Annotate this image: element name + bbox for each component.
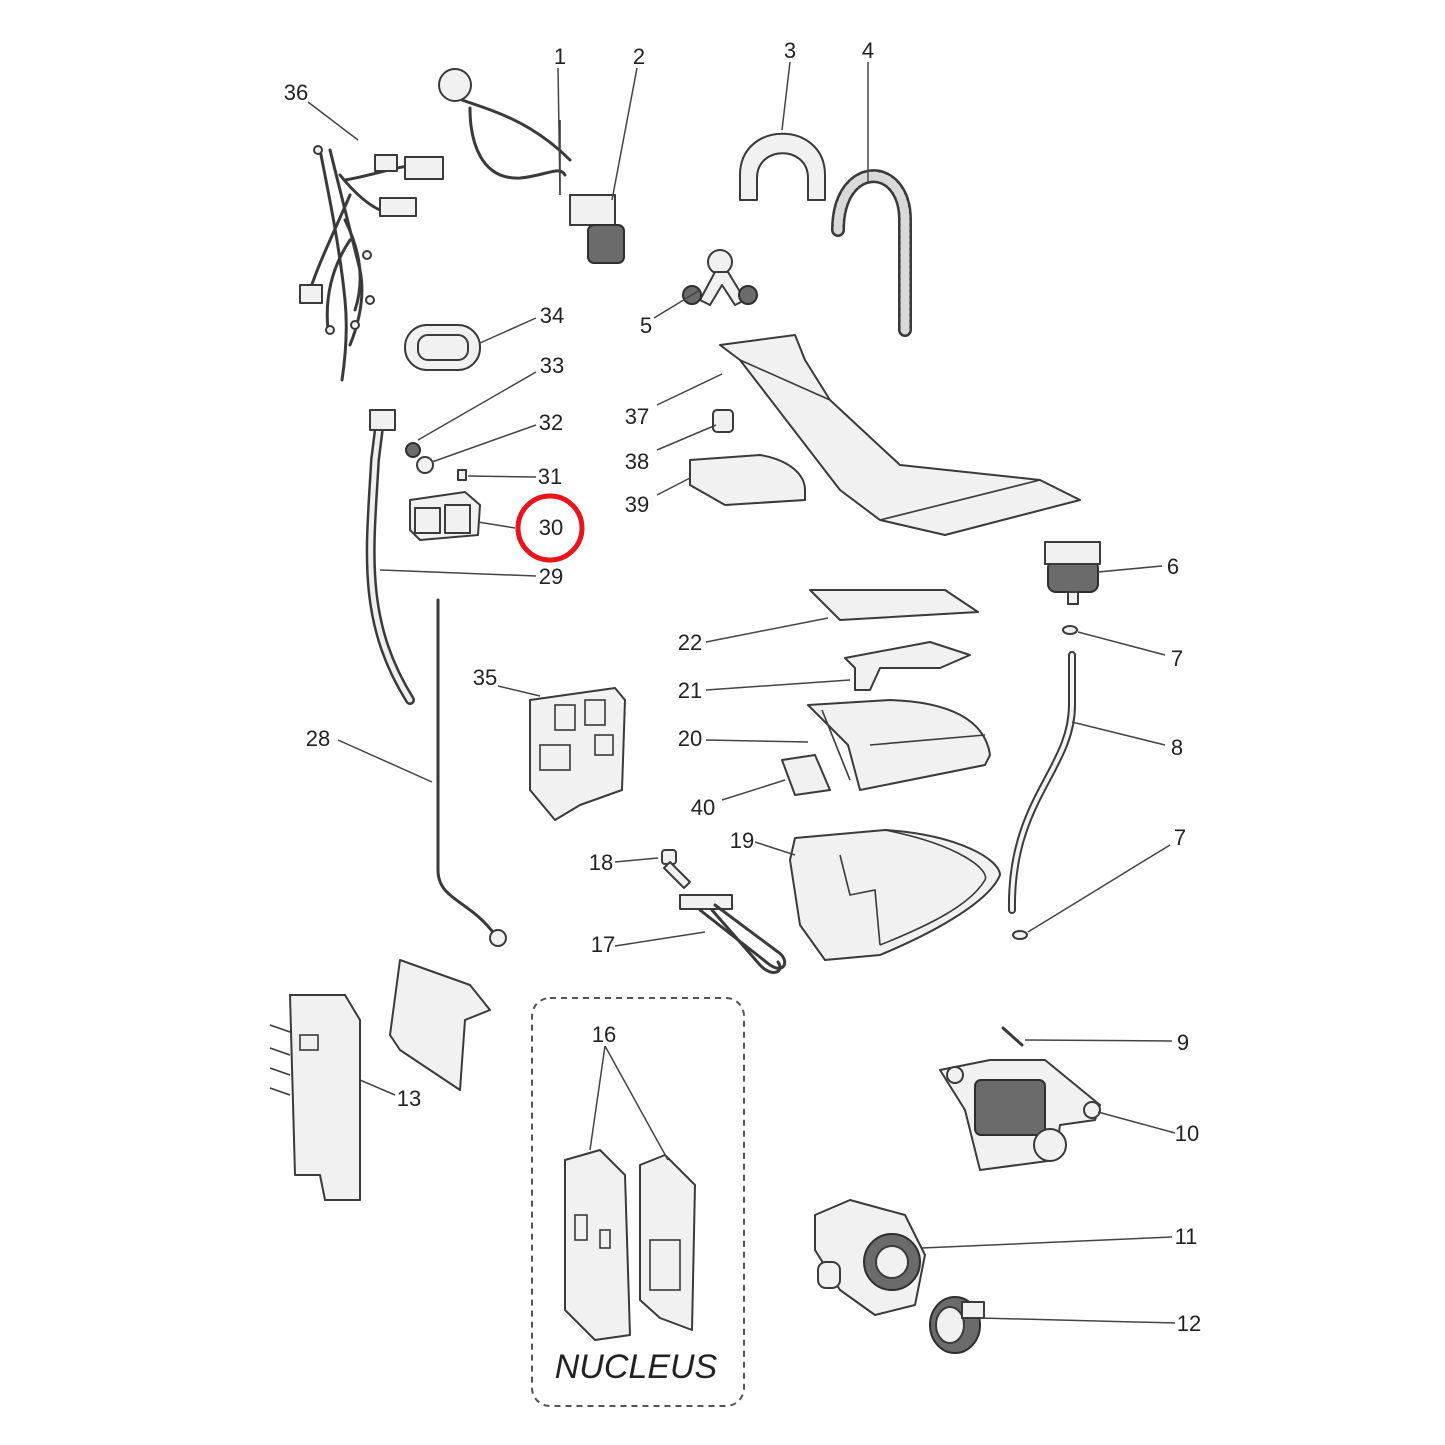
callout-1: 1 <box>554 44 566 69</box>
callout-2: 2 <box>633 44 645 69</box>
callout-31: 31 <box>538 464 562 489</box>
part-37-top-bracket[interactable] <box>719 334 1081 536</box>
callout-5: 5 <box>640 313 652 338</box>
callout-8: 8 <box>1171 735 1183 760</box>
part-17-heating-element[interactable] <box>679 894 787 974</box>
part-6-pressure-switch[interactable] <box>1044 541 1101 605</box>
part-3-hose-guide[interactable] <box>739 132 826 201</box>
part-36-wiring-harness[interactable] <box>299 145 444 382</box>
callout-6: 6 <box>1167 554 1179 579</box>
part-16-control-module[interactable] <box>564 1149 696 1341</box>
callout-37: 37 <box>625 404 649 429</box>
highlight-circle <box>515 493 585 563</box>
part-12-pump-filter[interactable] <box>929 1296 985 1354</box>
nucleus-group-box <box>531 997 745 1407</box>
callout-11: 11 <box>1175 1224 1198 1249</box>
callout-3: 3 <box>784 38 796 63</box>
part-2-noise-filter[interactable] <box>569 194 625 264</box>
part-11-drain-pump[interactable] <box>814 1199 926 1316</box>
callout-labels: 1 2 3 4 5 6 7 8 7 9 10 11 12 13 16 17 18… <box>284 38 1201 1336</box>
callout-10: 10 <box>1175 1121 1199 1146</box>
part-22-seal[interactable] <box>809 589 979 621</box>
callout-16: 16 <box>592 1022 616 1047</box>
part-30-door-interlock[interactable] <box>409 491 481 541</box>
part-38-plug[interactable] <box>712 409 734 433</box>
part-5-y-connector[interactable] <box>682 249 758 306</box>
callout-34: 34 <box>540 303 564 328</box>
leader-lines <box>307 61 1176 1324</box>
part-13-electrical-cover[interactable] <box>269 959 491 1201</box>
callout-9: 9 <box>1177 1030 1189 1055</box>
part-35-door-lock[interactable] <box>529 687 626 821</box>
part-4-drain-hose[interactable] <box>831 169 912 337</box>
callout-13: 13 <box>397 1086 421 1111</box>
callout-7-top: 7 <box>1171 646 1183 671</box>
part-32-washer[interactable] <box>416 456 434 474</box>
part-10-motor[interactable] <box>939 1059 1101 1171</box>
part-7-o-ring-top[interactable] <box>1062 625 1078 635</box>
part-1-power-cord[interactable] <box>438 68 572 195</box>
callout-38: 38 <box>625 449 649 474</box>
callout-12: 12 <box>1177 1311 1201 1336</box>
callout-20: 20 <box>678 726 702 751</box>
callout-36: 36 <box>284 80 308 105</box>
callout-30: 30 <box>539 515 563 540</box>
part-21-siphon[interactable] <box>844 641 971 691</box>
part-33-spring[interactable] <box>405 442 421 458</box>
callout-29: 29 <box>539 564 563 589</box>
part-28-earth-lead[interactable] <box>436 598 507 947</box>
part-20-detergent-drawer[interactable] <box>807 699 991 791</box>
part-7-o-ring-bottom[interactable] <box>1012 930 1028 940</box>
callout-33: 33 <box>540 353 564 378</box>
part-34-grommet[interactable] <box>404 324 481 371</box>
callout-19: 19 <box>730 828 754 853</box>
callout-17: 17 <box>591 932 615 957</box>
callout-39: 39 <box>625 492 649 517</box>
callout-22: 22 <box>678 630 702 655</box>
part-9-screw[interactable] <box>1001 1026 1024 1047</box>
callout-4: 4 <box>862 38 874 63</box>
part-31-clip[interactable] <box>457 469 467 481</box>
callout-35: 35 <box>473 665 497 690</box>
callout-21: 21 <box>678 678 702 703</box>
part-39-tray[interactable] <box>689 454 806 506</box>
callout-40: 40 <box>691 795 715 820</box>
callout-32: 32 <box>539 410 563 435</box>
nucleus-label: NUCLEUS <box>555 1348 718 1386</box>
part-29-seal-tube[interactable] <box>365 409 415 705</box>
part-18-ntc-sensor[interactable] <box>661 849 691 889</box>
part-8-pressure-hose[interactable] <box>1007 651 1076 914</box>
part-19-dispenser-housing[interactable] <box>789 829 1001 961</box>
part-40-flap[interactable] <box>781 754 831 796</box>
callout-28: 28 <box>306 726 330 751</box>
callout-18: 18 <box>589 850 613 875</box>
callout-7-bottom: 7 <box>1174 825 1186 850</box>
